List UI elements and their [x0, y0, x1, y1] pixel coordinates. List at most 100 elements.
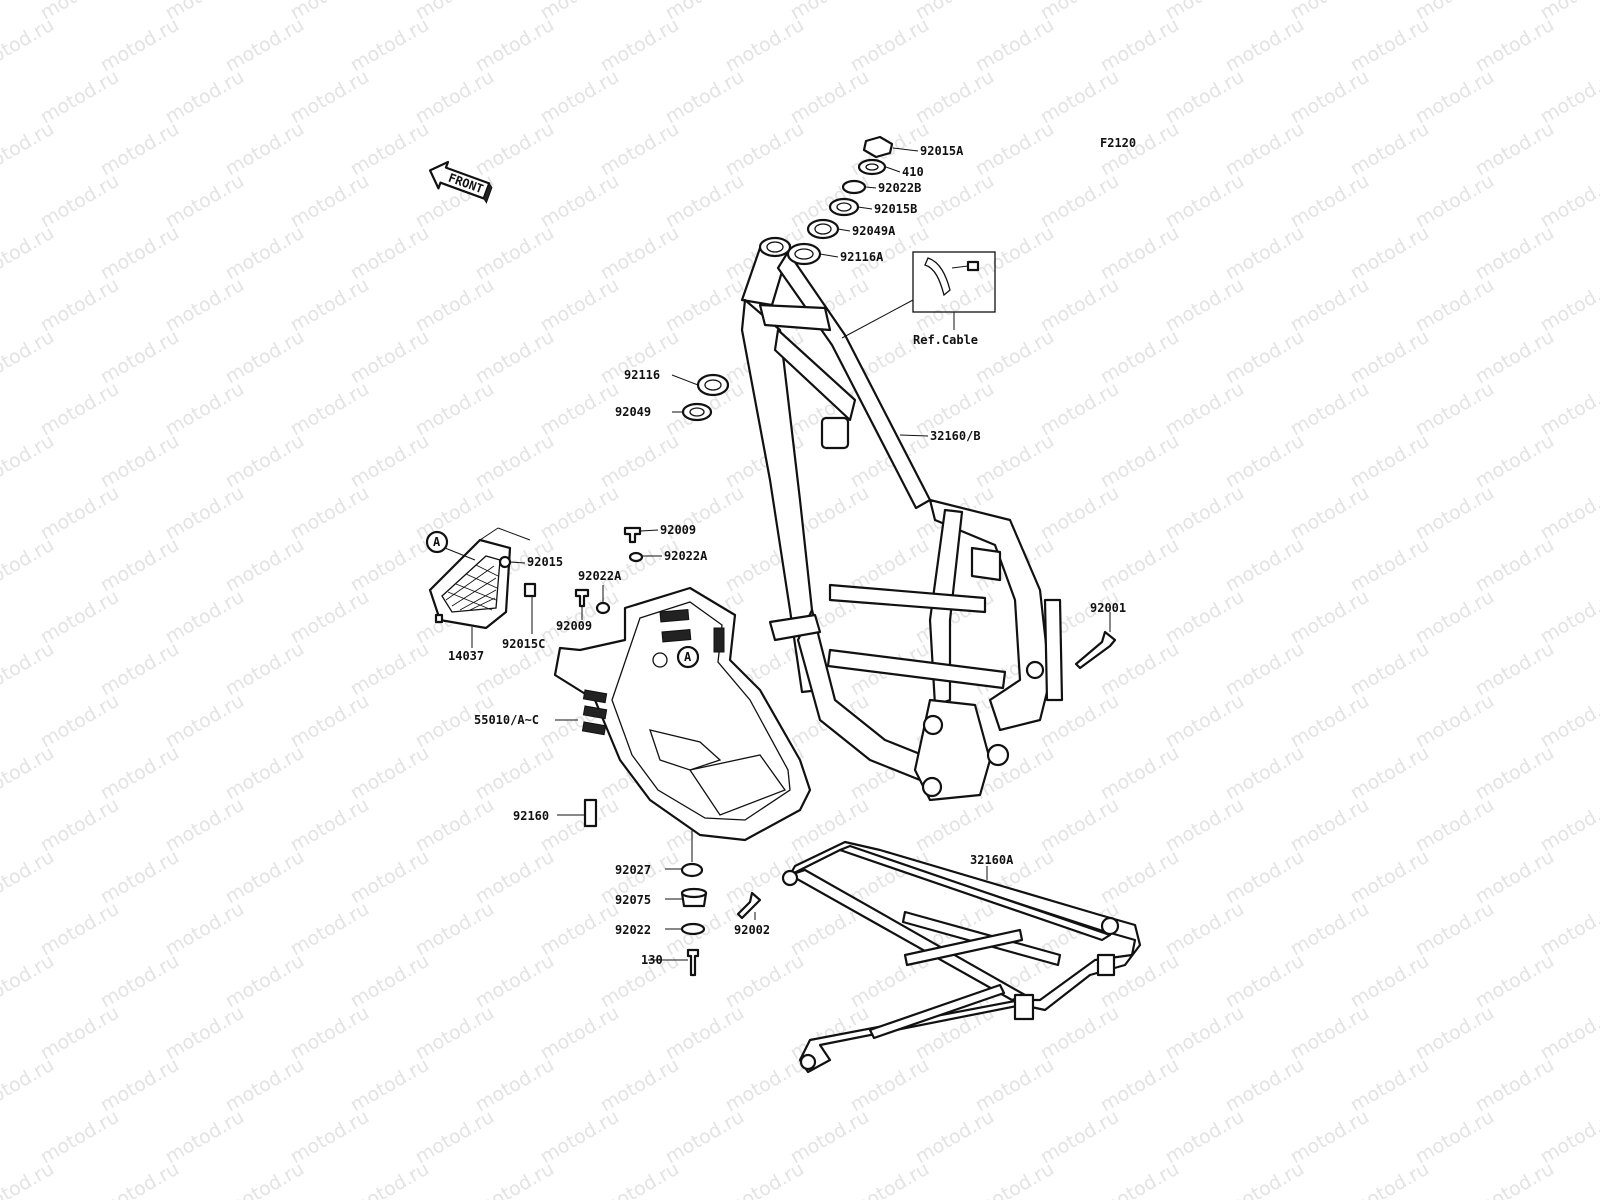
- watermark-text: motod.ru: [1597, 1054, 1600, 1117]
- label-92015c: 92015C: [502, 637, 545, 651]
- pad-92160: [583, 798, 598, 828]
- watermark-text: motod.ru: [537, 274, 623, 337]
- watermark-text: motod.ru: [1287, 66, 1373, 129]
- watermark-text: motod.ru: [0, 222, 58, 285]
- watermark-text: motod.ru: [347, 1158, 433, 1200]
- label-92022a-left: 92022A: [578, 569, 622, 583]
- watermark-text: motod.ru: [1162, 482, 1248, 545]
- label-92116: 92116: [624, 368, 660, 382]
- watermark-text: motod.ru: [1287, 1002, 1373, 1065]
- watermark-text: motod.ru: [472, 1158, 558, 1200]
- watermark-text: motod.ru: [287, 274, 373, 337]
- watermark-text: motod.ru: [1162, 1106, 1248, 1169]
- watermark-text: motod.ru: [287, 482, 373, 545]
- watermark-text: motod.ru: [1412, 586, 1498, 649]
- watermark-text: motod.ru: [1597, 638, 1600, 701]
- watermark-text: motod.ru: [37, 66, 123, 129]
- watermark-text: motod.ru: [1597, 846, 1600, 909]
- watermark-text: motod.ru: [287, 66, 373, 129]
- watermark-text: motod.ru: [1037, 170, 1123, 233]
- watermark-text: motod.ru: [37, 482, 123, 545]
- watermark-text: motod.ru: [162, 482, 248, 545]
- bolt-92009-top: [623, 526, 642, 544]
- washer-92022: [680, 922, 706, 936]
- watermark-text: motod.ru: [287, 794, 373, 857]
- watermark-text: motod.ru: [787, 66, 873, 129]
- bolt-92002: [736, 891, 762, 920]
- watermark-text: motod.ru: [37, 690, 123, 753]
- main-frame-32160b: [740, 236, 1064, 802]
- watermark-text: motod.ru: [1412, 690, 1498, 753]
- label-32160b: 32160/B: [930, 429, 981, 443]
- watermark-text: motod.ru: [1162, 586, 1248, 649]
- bolt-130: [686, 948, 700, 977]
- washer-92022a-top: [628, 551, 644, 563]
- watermark-text: motod.ru: [1222, 1158, 1308, 1200]
- watermark-text: motod.ru: [1412, 274, 1498, 337]
- watermark-text: motod.ru: [722, 1158, 808, 1200]
- watermark-text: motod.ru: [1037, 794, 1123, 857]
- watermark-text: motod.ru: [1287, 898, 1373, 961]
- watermark-text: motod.ru: [287, 1106, 373, 1169]
- figure-code: F2120: [1100, 136, 1136, 150]
- watermark-text: motod.ru: [37, 274, 123, 337]
- ref-cable-box: [841, 251, 996, 339]
- callout-a-left: A: [425, 530, 476, 561]
- watermark-text: motod.ru: [1597, 742, 1600, 805]
- watermark-text: motod.ru: [412, 66, 498, 129]
- nut-92015a: [862, 135, 894, 159]
- watermark-text: motod.ru: [1597, 118, 1600, 181]
- label-ref-cable: Ref.Cable: [913, 333, 978, 347]
- watermark-text: motod.ru: [162, 898, 248, 961]
- watermark-text: motod.ru: [1472, 1158, 1558, 1200]
- watermark-text: motod.ru: [412, 1106, 498, 1169]
- watermark-text: motod.ru: [1347, 1158, 1433, 1200]
- watermark-text: motod.ru: [1412, 482, 1498, 545]
- watermark-text: motod.ru: [1037, 378, 1123, 441]
- washer-92022b: [841, 179, 867, 195]
- watermark-text: motod.ru: [1287, 482, 1373, 545]
- label-92015a: 92015A: [920, 144, 964, 158]
- watermark-text: motod.ru: [0, 846, 58, 909]
- watermark-text: motod.ru: [1597, 1158, 1600, 1200]
- label-92015: 92015: [527, 555, 563, 569]
- watermark-text: motod.ru: [912, 66, 998, 129]
- callout-a-right: A: [676, 645, 700, 669]
- watermark-text: motod.ru: [0, 326, 58, 389]
- watermark-text: motod.ru: [1162, 690, 1248, 753]
- label-92002: 92002: [734, 923, 770, 937]
- hardware: [574, 526, 1117, 977]
- watermark-text: motod.ru: [0, 430, 58, 493]
- watermark-text: motod.ru: [1287, 378, 1373, 441]
- subframe-32160a: [781, 840, 1142, 1074]
- watermark-text: motod.ru: [662, 170, 748, 233]
- watermark-text: motod.ru: [412, 482, 498, 545]
- part-labels: 92015A 410 92022B 92015B 92049A 92116A R…: [448, 144, 1126, 967]
- watermark-text: motod.ru: [1597, 534, 1600, 597]
- watermark-text: motod.ru: [0, 950, 58, 1013]
- watermark-text: motod.ru: [1287, 170, 1373, 233]
- label-92015b: 92015B: [874, 202, 917, 216]
- watermark-text: motod.ru: [1287, 274, 1373, 337]
- watermark-text: motod.ru: [222, 1158, 308, 1200]
- washer-92022a-left: [595, 601, 611, 615]
- watermark-text: motod.ru: [162, 1106, 248, 1169]
- label-92049: 92049: [615, 405, 651, 419]
- watermark-text: motod.ru: [787, 1106, 873, 1169]
- watermark-text: motod.ru: [0, 1054, 58, 1117]
- watermark-text: motod.ru: [1287, 794, 1373, 857]
- watermark-text: motod.ru: [162, 66, 248, 129]
- watermark-text: motod.ru: [537, 1002, 623, 1065]
- radiator-guard-14037: [428, 527, 537, 630]
- watermark-text: motod.ru: [1287, 690, 1373, 753]
- label-92022b: 92022B: [878, 181, 921, 195]
- watermark-text: motod.ru: [537, 170, 623, 233]
- watermark-text: motod.ru: [1162, 1002, 1248, 1065]
- watermark-text: motod.ru: [162, 794, 248, 857]
- watermark-text: motod.ru: [37, 586, 123, 649]
- washer-410: [857, 158, 887, 176]
- nut-92015b: [828, 197, 860, 217]
- watermark-text: motod.ru: [662, 1106, 748, 1169]
- watermark-text: motod.ru: [1162, 274, 1248, 337]
